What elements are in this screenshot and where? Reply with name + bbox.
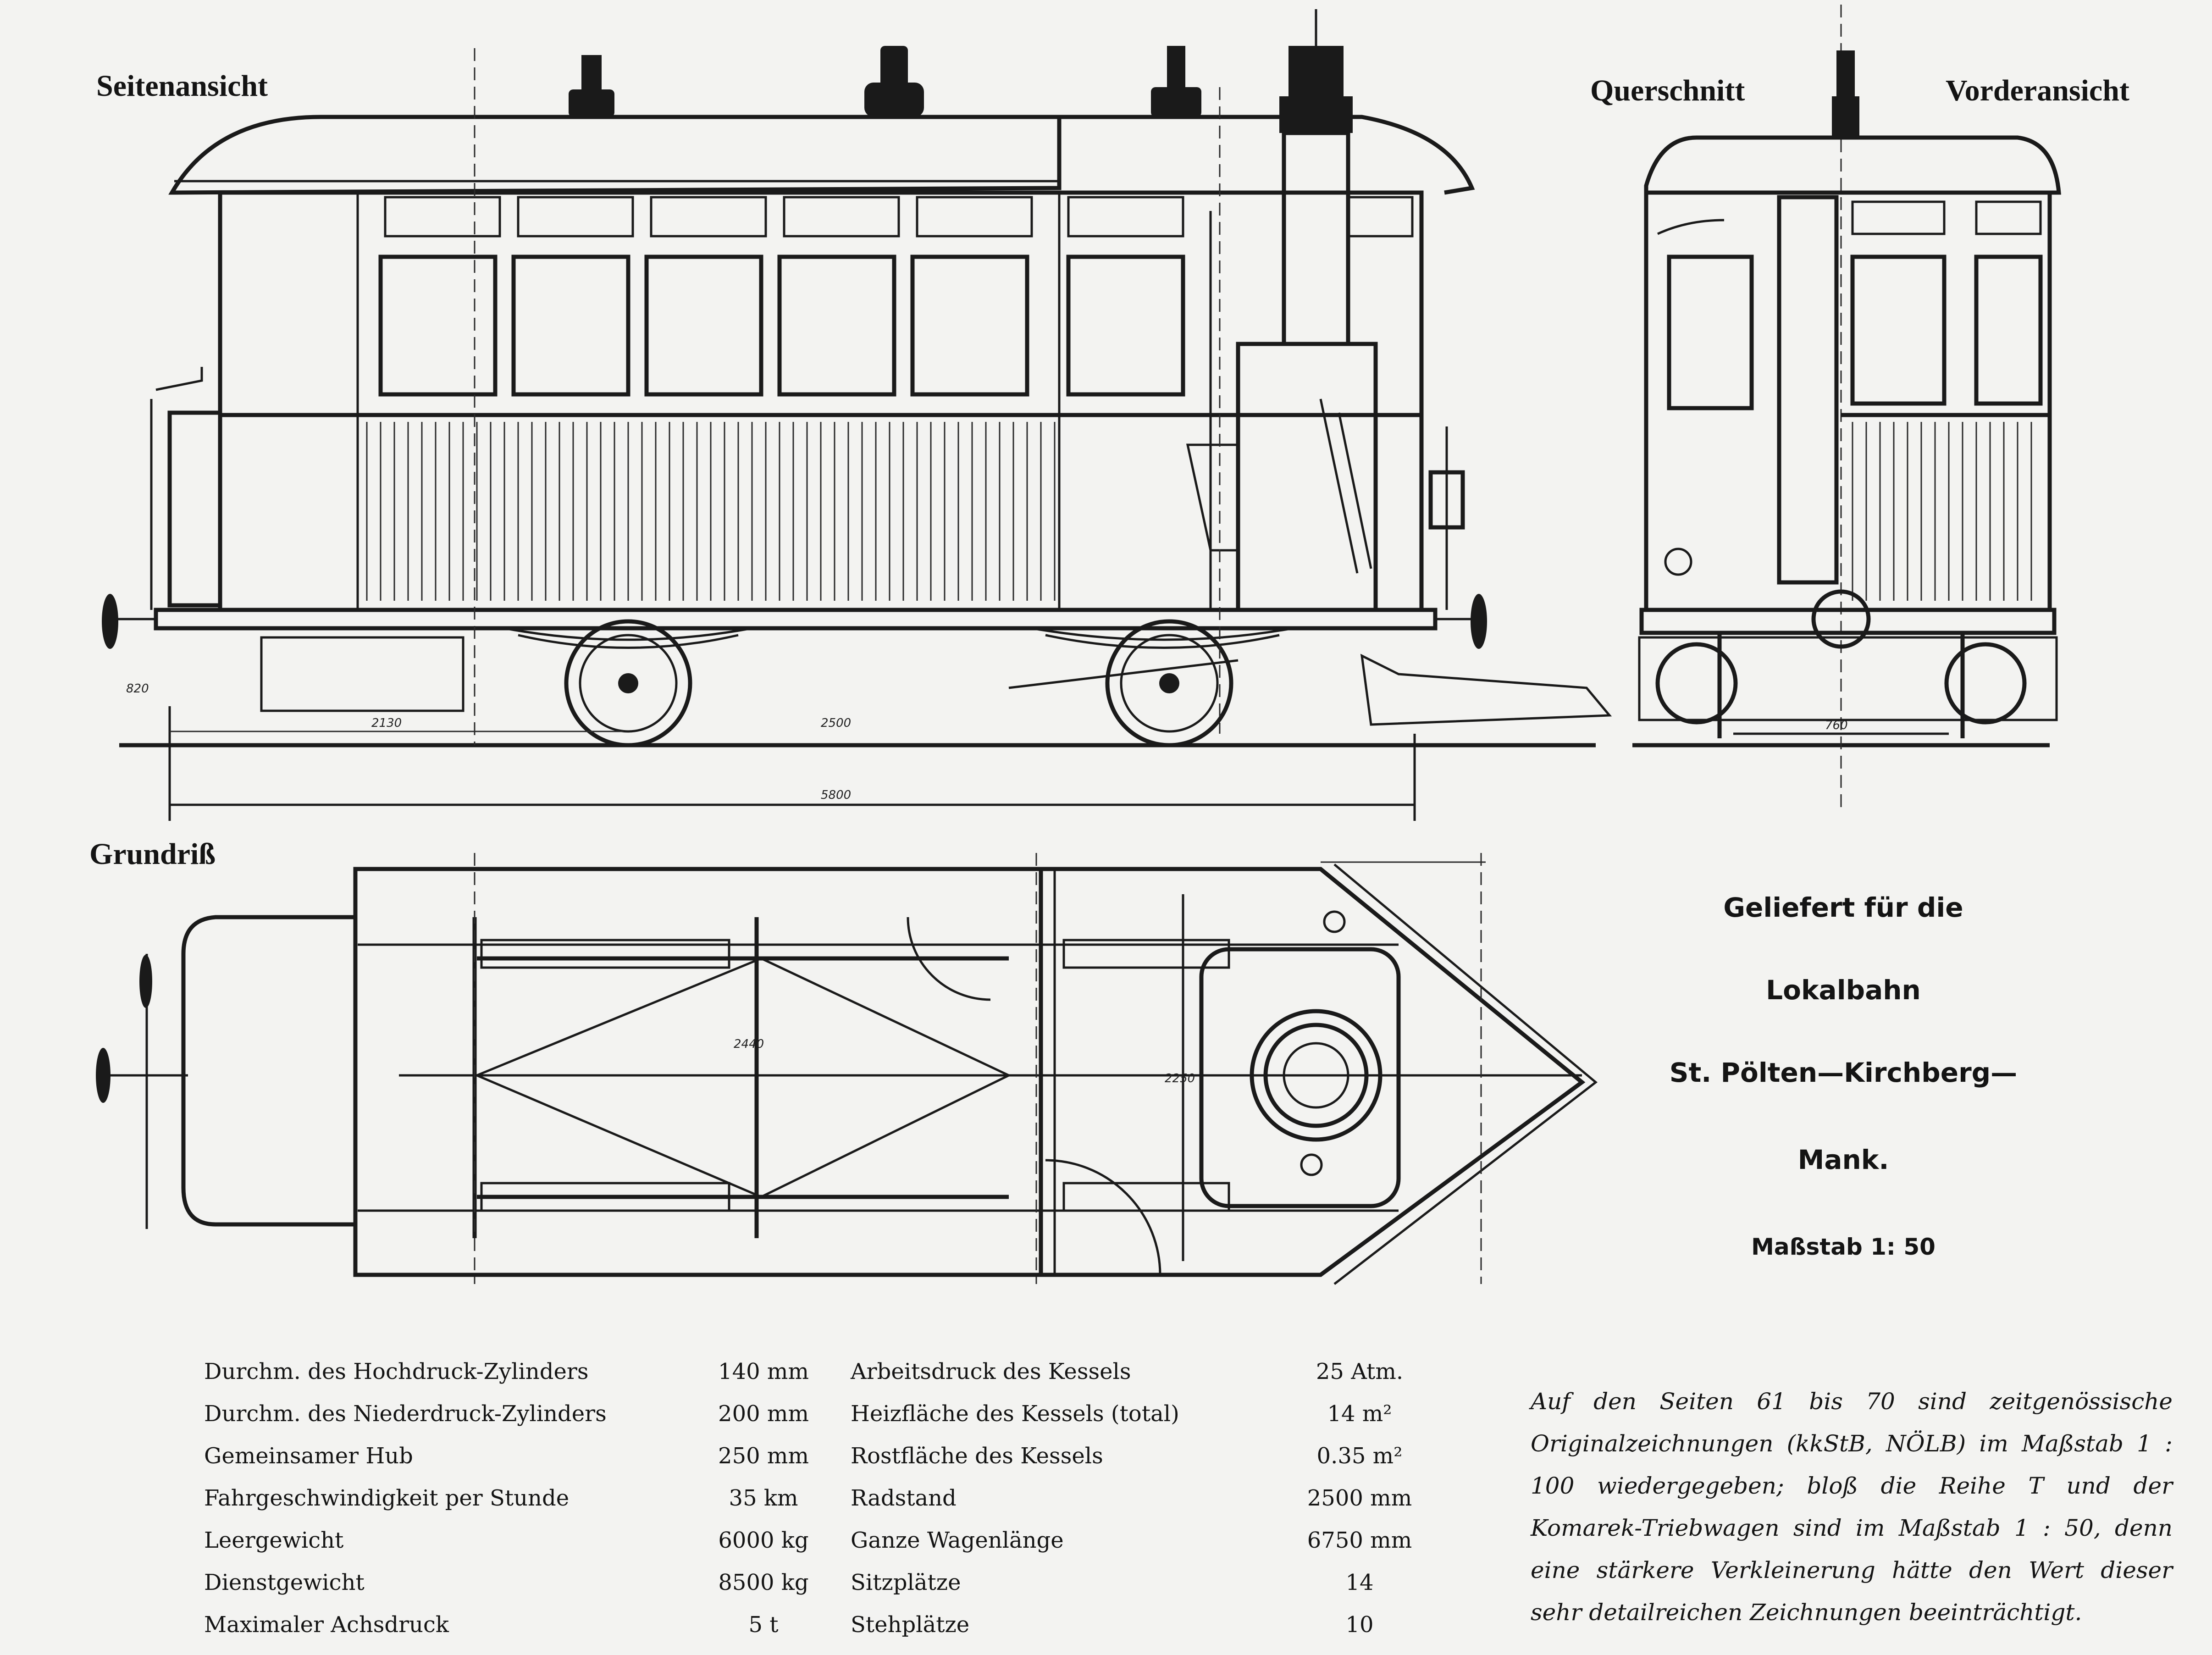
spec-label: Gemeinsamer Hub: [204, 1443, 413, 1469]
specs-table-left: Durchm. des Hochdruck-Zylinders 140 mm Du…: [204, 1351, 832, 1646]
cross-section-label: Querschnitt: [1590, 74, 1745, 107]
front-view-label: Vorderansicht: [1946, 74, 2129, 107]
spec-value: 8500 kg: [718, 1570, 809, 1595]
spec-label: Sitzplätze: [851, 1570, 961, 1595]
specs-table-right: Arbeitsdruck des Kessels 25 Atm. Heizfläc…: [851, 1351, 1428, 1646]
spec-row: Fahrgeschwindigkeit per Stunde 35 km: [204, 1477, 832, 1519]
spec-label: Leergewicht: [204, 1528, 344, 1553]
spec-label: Heizfläche des Kessels (total): [851, 1401, 1179, 1427]
spec-value: 250 mm: [718, 1443, 809, 1469]
side-view-label: Seitenansicht: [96, 69, 268, 103]
plan-view-label: Grundriß: [89, 837, 216, 871]
spec-row: Stehplätze 10: [851, 1604, 1428, 1646]
spec-row: Radstand 2500 mm: [851, 1477, 1428, 1519]
dimension-overall-length: 5800: [821, 788, 851, 802]
spec-label: Ganze Wagenlänge: [851, 1528, 1064, 1553]
spec-row: Rostfläche des Kessels 0.35 m²: [851, 1435, 1428, 1477]
spec-row: Ganze Wagenlänge 6750 mm: [851, 1519, 1428, 1561]
spec-label: Rostfläche des Kessels: [851, 1443, 1103, 1469]
dimension-760: 760: [1825, 719, 1848, 732]
delivery-line-2: Lokalbahn: [1766, 974, 1921, 1006]
dimension-2250: 2250: [1165, 1072, 1195, 1085]
side-view-drawing: 5800 2130 2500 820: [102, 9, 1612, 821]
spec-label: Durchm. des Niederdruck-Zylinders: [204, 1401, 607, 1427]
plan-view-drawing: 2440 2250: [96, 853, 1598, 1285]
dimension-2440: 2440: [734, 1037, 764, 1051]
spec-row: Arbeitsdruck des Kessels 25 Atm.: [851, 1351, 1428, 1393]
delivery-line-4: Mank.: [1797, 1144, 1889, 1175]
spec-value: 14 m²: [1327, 1401, 1392, 1427]
spec-label: Arbeitsdruck des Kessels: [851, 1359, 1131, 1384]
spec-value: 14: [1345, 1570, 1374, 1595]
spec-label: Radstand: [851, 1485, 957, 1511]
spec-value: 35 km: [729, 1485, 798, 1511]
delivery-line-3: St. Pölten—Kirchberg—: [1669, 1057, 2018, 1088]
spec-row: Maximaler Achsdruck 5 t: [204, 1604, 832, 1646]
spec-label: Dienstgewicht: [204, 1570, 365, 1595]
dimension-2130: 2130: [371, 716, 402, 730]
spec-value: 6000 kg: [718, 1528, 809, 1553]
spec-row: Durchm. des Hochdruck-Zylinders 140 mm: [204, 1351, 832, 1393]
scale-label: Maßstab 1: 50: [1751, 1234, 1936, 1260]
caption-note: Auf den Seiten 61 bis 70 sind zeitgenöss…: [1531, 1388, 2173, 1626]
dimension-820: 820: [126, 682, 149, 696]
spec-row: Sitzplätze 14: [851, 1561, 1428, 1604]
spec-value: 140 mm: [718, 1359, 809, 1384]
spec-value: 25 Atm.: [1316, 1359, 1404, 1384]
spec-row: Dienstgewicht 8500 kg: [204, 1561, 832, 1604]
spec-value: 2500 mm: [1307, 1485, 1412, 1511]
spec-value: 200 mm: [718, 1401, 809, 1427]
spec-row: Heizfläche des Kessels (total) 14 m²: [851, 1393, 1428, 1435]
spec-label: Maximaler Achsdruck: [204, 1612, 449, 1638]
dimension-2500: 2500: [821, 716, 851, 730]
spec-label: Fahrgeschwindigkeit per Stunde: [204, 1485, 570, 1511]
spec-row: Durchm. des Niederdruck-Zylinders 200 mm: [204, 1393, 832, 1435]
cross-section-drawing: 760: [1632, 5, 2061, 812]
delivery-line-1: Geliefert für die: [1723, 892, 1963, 923]
spec-row: Gemeinsamer Hub 250 mm: [204, 1435, 832, 1477]
spec-value: 6750 mm: [1307, 1528, 1412, 1553]
spec-row: Leergewicht 6000 kg: [204, 1519, 832, 1561]
spec-value: 0.35 m²: [1316, 1443, 1403, 1469]
spec-value: 10: [1345, 1612, 1374, 1638]
spec-value: 5 t: [748, 1612, 779, 1638]
spec-label: Durchm. des Hochdruck-Zylinders: [204, 1359, 589, 1384]
spec-label: Stehplätze: [851, 1612, 970, 1638]
